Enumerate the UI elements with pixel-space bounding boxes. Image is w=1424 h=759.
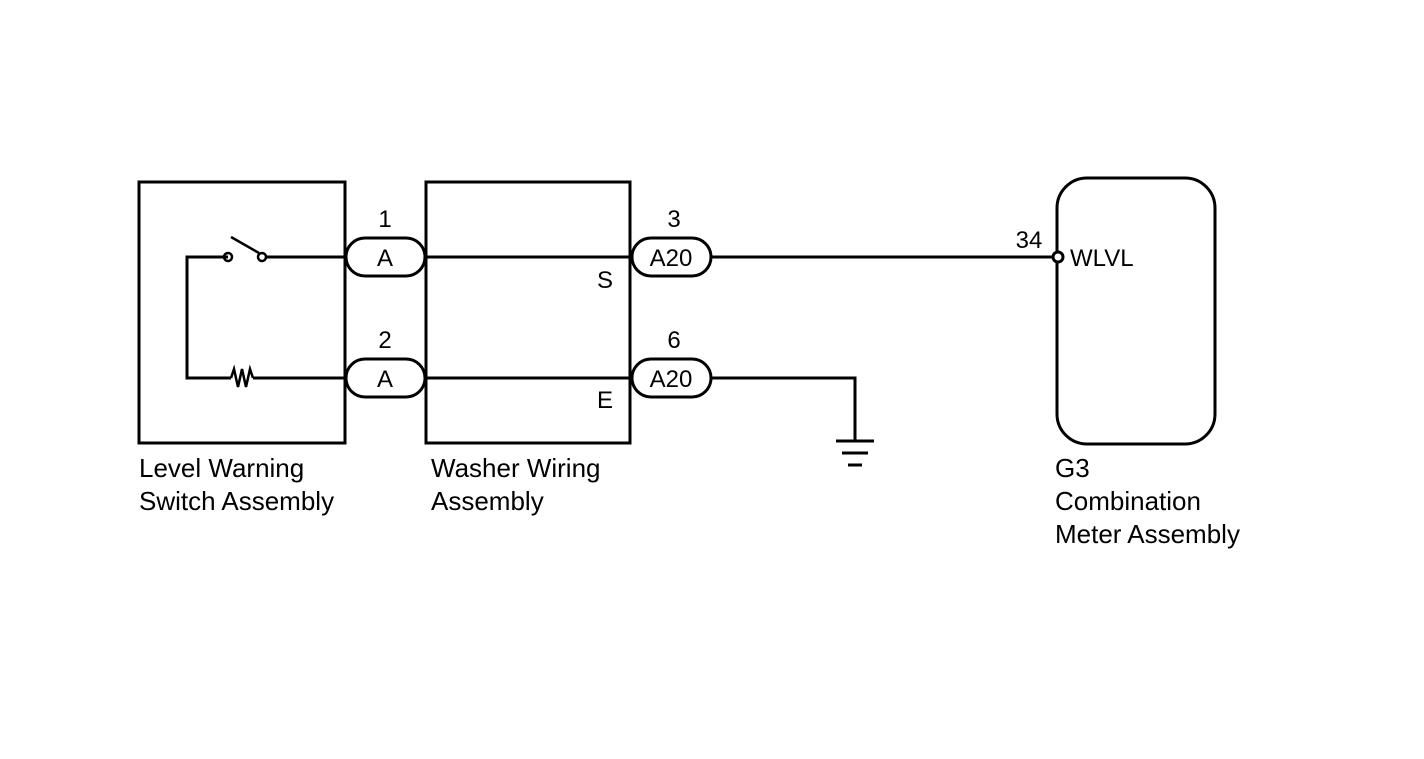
terminal-s-label: S	[597, 267, 613, 294]
pin-number-1: 1	[378, 206, 391, 233]
connector-a-pin2	[344, 357, 427, 399]
switch-contact-left	[222, 251, 234, 263]
pin-number-3: 3	[667, 206, 680, 233]
meter-pin-number: 34	[1016, 227, 1043, 254]
terminal-e-label: E	[597, 387, 613, 414]
level-switch-caption-line1: Level Warning	[139, 453, 305, 483]
combination-meter-caption-line3: Meter Assembly	[1055, 519, 1240, 549]
combination-meter-caption-line1: G3	[1055, 453, 1090, 483]
connector-a20-pin3-code: A20	[650, 245, 693, 272]
connector-a-pin1-code: A	[377, 245, 393, 272]
resistor-icon	[229, 364, 255, 388]
wire-a20-pin6-to-ground	[710, 376, 857, 441]
combination-meter-box	[1055, 176, 1217, 446]
connector-a20-pin6-code: A20	[650, 366, 693, 393]
pin-number-6: 6	[667, 327, 680, 354]
combination-meter-caption-line2: Combination	[1055, 486, 1201, 516]
washer-wiring-caption-line2: Assembly	[431, 486, 544, 516]
connector-a20-pin3	[630, 236, 713, 278]
washer-wiring-box	[424, 180, 632, 445]
meter-signal-label: WLVL	[1070, 245, 1134, 272]
washer-wiring-caption: Washer Wiring Assembly	[431, 452, 601, 518]
washer-wiring-caption-line1: Washer Wiring	[431, 453, 601, 483]
level-warning-switch-box	[137, 180, 347, 445]
level-switch-caption: Level Warning Switch Assembly	[139, 452, 334, 518]
internal-return-wire	[185, 255, 231, 380]
connector-a-pin2-code: A	[377, 366, 393, 393]
switch-lever	[230, 235, 260, 255]
connector-a20-pin6	[630, 357, 713, 399]
connector-a-pin1	[344, 236, 427, 278]
meter-terminal-icon	[1051, 250, 1065, 264]
pin-number-2: 2	[378, 327, 391, 354]
ground-icon	[836, 439, 874, 467]
combination-meter-caption: G3 Combination Meter Assembly	[1055, 452, 1240, 551]
level-switch-caption-line2: Switch Assembly	[139, 486, 335, 516]
switch-contact-right	[256, 251, 268, 263]
